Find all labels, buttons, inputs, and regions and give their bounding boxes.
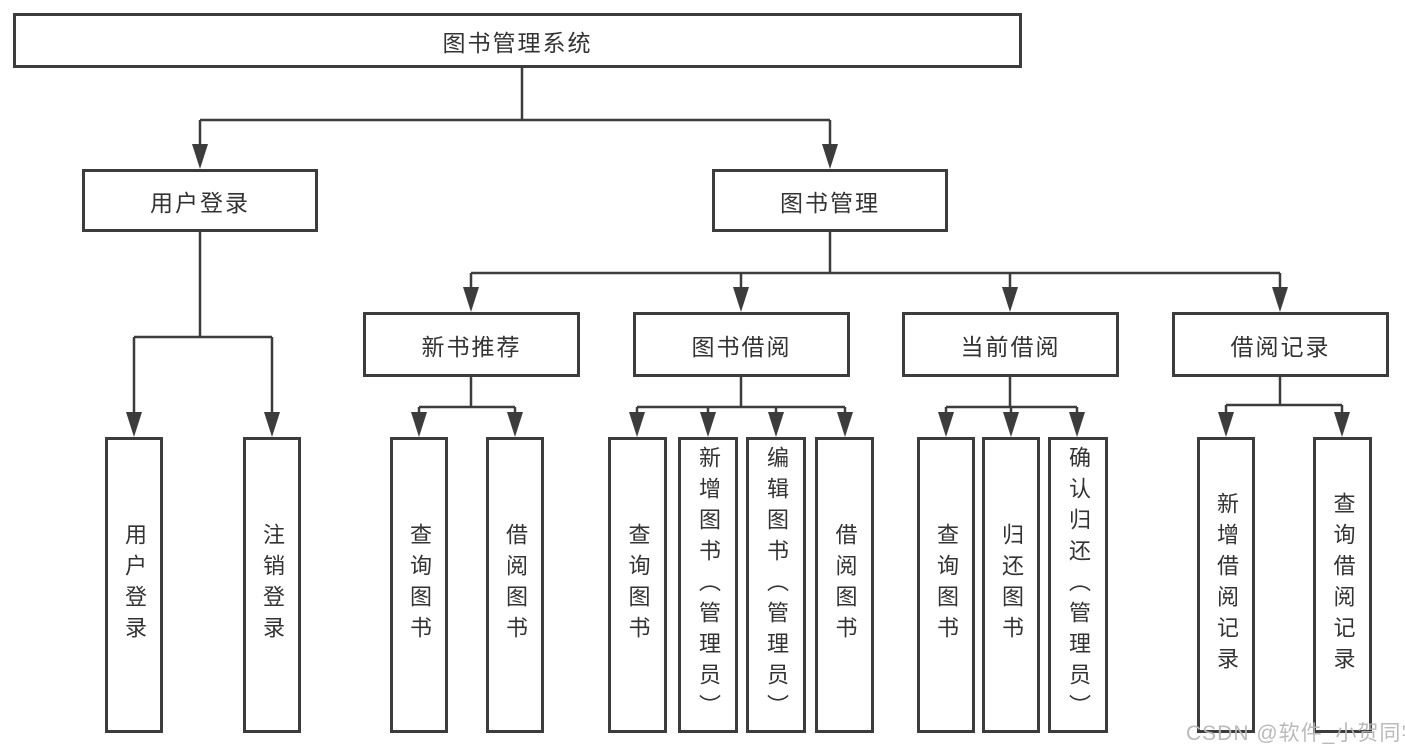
arrowhead [507, 412, 523, 437]
leaf-label: 归还图书 [999, 523, 1024, 647]
leaf-label: 查询图书 [934, 523, 959, 647]
leaf-query-books-3: 查询图书 [917, 437, 975, 733]
leaf-logout: 注销登录 [243, 437, 301, 733]
arrowhead [938, 412, 954, 437]
arrowhead [629, 412, 645, 437]
leaf-add-books-admin: 新增图书（管理员） [678, 437, 738, 733]
arrowhead [837, 412, 853, 437]
node-current-borrow: 当前借阅 [902, 312, 1119, 377]
arrowhead [463, 287, 479, 312]
leaf-edit-books-admin: 编辑图书（管理员） [746, 437, 806, 733]
arrowhead [822, 144, 838, 169]
node-book-management: 图书管理 [712, 169, 948, 232]
leaf-query-books-1: 查询图书 [390, 437, 448, 733]
arrowhead [1003, 412, 1019, 437]
leaf-confirm-return-admin: 确认归还（管理员） [1048, 437, 1108, 733]
leaf-label: 查询图书 [407, 523, 432, 647]
leaf-label: 新增借阅记录 [1214, 492, 1239, 678]
leaf-label: 注销登录 [260, 523, 285, 647]
leaf-user-login: 用户登录 [105, 437, 163, 733]
leaf-borrow-books-1: 借阅图书 [486, 437, 544, 733]
leaf-label: 确认归还（管理员） [1066, 445, 1091, 725]
arrowhead [1218, 412, 1234, 437]
leaf-label: 查询图书 [625, 523, 651, 647]
node-root: 图书管理系统 [13, 13, 1022, 68]
node-new-book-recommend: 新书推荐 [363, 312, 580, 377]
leaf-label: 新增图书（管理员） [696, 445, 721, 725]
arrowhead [1272, 287, 1288, 312]
arrowhead [411, 412, 427, 437]
arrowhead [126, 412, 142, 437]
arrowhead [1334, 412, 1350, 437]
leaf-label: 借阅图书 [503, 523, 528, 647]
node-user-login: 用户登录 [82, 169, 318, 232]
arrowhead [192, 144, 208, 169]
arrowhead [700, 412, 716, 437]
leaf-label: 借阅图书 [832, 523, 858, 647]
leaf-return-books: 归还图书 [982, 437, 1040, 733]
leaf-label: 编辑图书（管理员） [764, 445, 789, 725]
leaf-query-books-2: 查询图书 [608, 437, 667, 733]
leaf-add-borrow-record: 新增借阅记录 [1197, 437, 1255, 733]
arrowhead [1069, 412, 1085, 437]
node-book-borrow: 图书借阅 [633, 312, 850, 377]
arrowhead [733, 287, 749, 312]
arrowhead [768, 412, 784, 437]
leaf-label: 查询借阅记录 [1330, 492, 1356, 678]
arrowhead [1002, 287, 1018, 312]
leaf-label: 用户登录 [122, 523, 147, 647]
arrowhead [264, 412, 280, 437]
leaf-borrow-books-2: 借阅图书 [815, 437, 874, 733]
leaf-query-borrow-record: 查询借阅记录 [1313, 437, 1372, 733]
csdn-watermark: CSDN @软件_小贺同学 [1186, 722, 1405, 745]
node-borrow-records: 借阅记录 [1172, 312, 1389, 377]
